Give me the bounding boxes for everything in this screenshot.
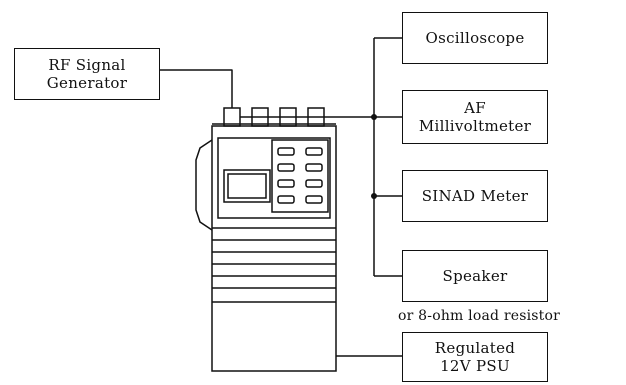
- radio-side-grip: [195, 139, 213, 231]
- speaker-label: Speaker: [442, 267, 508, 285]
- oscilloscope-label: Oscilloscope: [425, 29, 525, 47]
- junction-dot-sinad: [371, 193, 377, 199]
- sinad-meter-box: SINAD Meter: [402, 170, 548, 222]
- af-millivoltmeter-label-line2: Millivoltmeter: [418, 117, 532, 135]
- radio-body: [211, 125, 337, 372]
- af-millivoltmeter-box: AF Millivoltmeter: [402, 90, 548, 144]
- regulated-psu-box: Regulated 12V PSU: [402, 332, 548, 382]
- rf-generator-label-line2: Generator: [46, 74, 128, 92]
- psu-label-line2: 12V PSU: [440, 357, 510, 375]
- speaker-box: Speaker: [402, 250, 548, 302]
- keypad-button: [305, 195, 323, 204]
- junction-dot-millivoltmeter: [371, 114, 377, 120]
- radio-front-panel: [217, 137, 331, 219]
- keypad-button: [277, 163, 295, 172]
- handheld-radio: [195, 107, 337, 372]
- radio-speaker-grille: [212, 227, 336, 289]
- keypad-button: [305, 163, 323, 172]
- radio-keypad-area: [271, 139, 329, 213]
- keypad-button: [305, 179, 323, 188]
- rf-generator-label-line1: RF Signal: [48, 56, 126, 74]
- rf-cable-line: [160, 69, 233, 108]
- psu-label-line1: Regulated: [434, 339, 516, 357]
- keypad-button: [277, 179, 295, 188]
- rf-signal-generator-box: RF Signal Generator: [14, 48, 160, 100]
- speaker-alternative-note: or 8-ohm load resistor: [398, 308, 561, 324]
- af-millivoltmeter-label-line1: AF: [464, 99, 486, 117]
- keypad-button: [305, 147, 323, 156]
- keypad-button: [277, 195, 295, 204]
- keypad-button: [277, 147, 295, 156]
- radio-display: [223, 169, 271, 203]
- oscilloscope-box: Oscilloscope: [402, 12, 548, 64]
- sinad-meter-label: SINAD Meter: [421, 187, 529, 205]
